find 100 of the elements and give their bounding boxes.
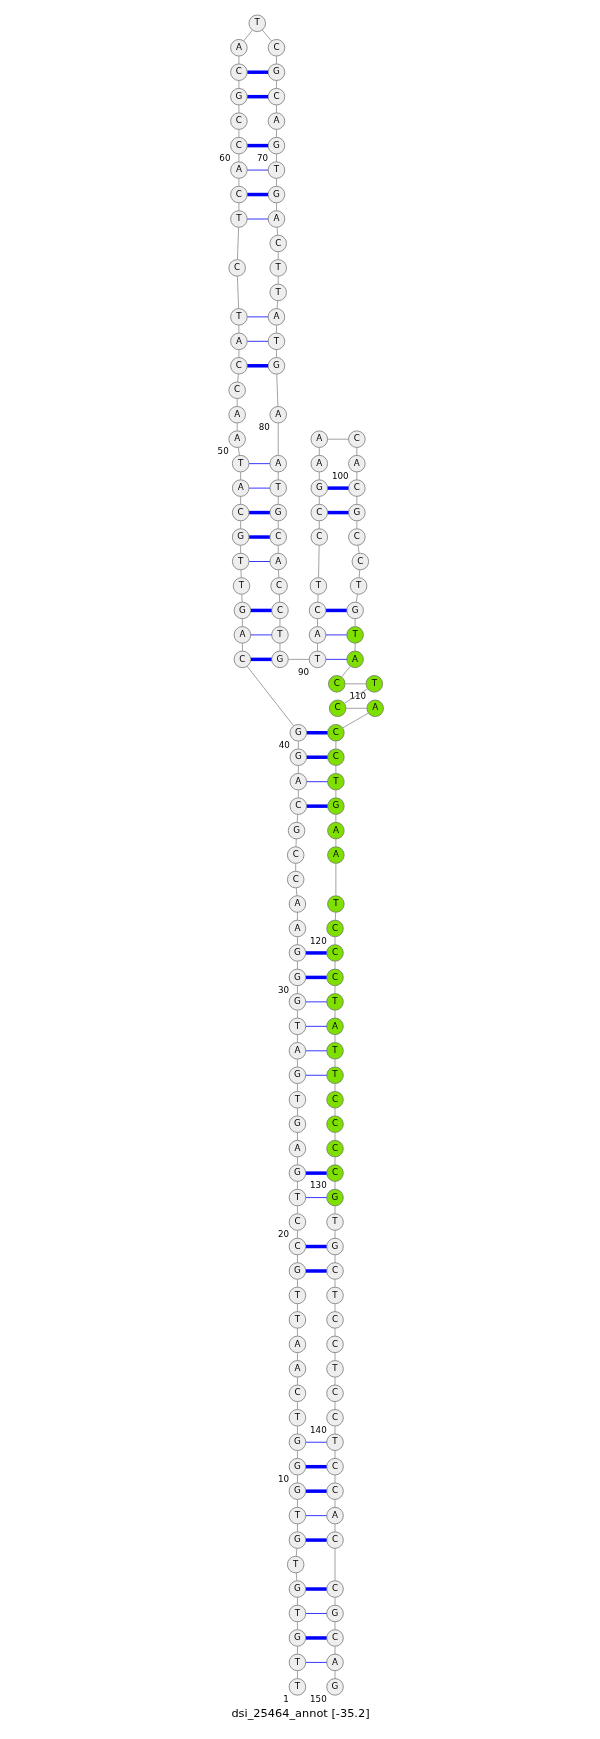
node-circle: C xyxy=(325,1409,344,1427)
node-circle: G xyxy=(288,1115,306,1133)
node-circle: C xyxy=(325,1140,344,1158)
node-circle: C xyxy=(351,552,369,571)
node-circle: A xyxy=(289,773,307,791)
connector xyxy=(334,1474,335,1484)
node-circle: C xyxy=(325,1335,344,1354)
connector xyxy=(246,143,268,148)
node-circle: C xyxy=(325,1458,344,1476)
connector xyxy=(296,1083,298,1092)
connector xyxy=(296,1499,298,1508)
connector xyxy=(296,1645,298,1655)
connector xyxy=(238,178,239,187)
node-circle: T xyxy=(288,1604,306,1623)
node-circle: A xyxy=(366,699,384,717)
connector xyxy=(296,814,298,823)
node-circle: C xyxy=(231,503,249,522)
connector xyxy=(276,227,278,236)
node-circle: G xyxy=(288,1531,306,1549)
connector xyxy=(327,510,348,515)
connector xyxy=(275,349,277,358)
node-circle: C xyxy=(286,846,304,864)
connector xyxy=(238,129,239,138)
node-circle: C xyxy=(308,601,326,620)
node-label: 40 xyxy=(278,740,290,751)
node-circle: T xyxy=(345,626,364,644)
connector xyxy=(236,227,239,260)
node-label: 150 xyxy=(309,1694,327,1705)
connector xyxy=(240,569,242,579)
node-circle: T xyxy=(267,332,285,350)
node-circle: G xyxy=(288,1482,306,1500)
connector xyxy=(261,29,272,42)
connector xyxy=(357,545,360,554)
node-circle: C xyxy=(326,748,345,766)
connector xyxy=(316,642,318,652)
node-circle: G xyxy=(267,185,285,204)
node-label: 100 xyxy=(331,470,349,481)
node-circle: T xyxy=(325,1433,344,1451)
connector xyxy=(334,1107,335,1117)
connector xyxy=(277,275,279,285)
node-circle: A xyxy=(326,821,345,840)
connector xyxy=(296,1401,298,1410)
node-circle: C xyxy=(288,1384,306,1402)
node-circle: C xyxy=(325,1531,344,1549)
node-circle: G xyxy=(287,821,305,840)
node-label: 140 xyxy=(309,1425,327,1436)
node-circle: G xyxy=(267,136,285,155)
connector xyxy=(355,447,357,456)
connector xyxy=(305,1244,327,1249)
connector xyxy=(334,1645,335,1655)
node-circle: T xyxy=(232,577,250,595)
connector xyxy=(334,1621,335,1631)
connector xyxy=(296,960,298,970)
node-circle: A xyxy=(288,895,306,913)
node-circle: A xyxy=(229,39,248,57)
connector xyxy=(276,300,278,309)
node-circle: A xyxy=(267,210,285,228)
node-circle: T xyxy=(231,455,249,473)
node-circle: C xyxy=(288,1213,306,1231)
connector xyxy=(305,1197,327,1198)
connector xyxy=(296,912,298,921)
connector xyxy=(296,1621,298,1631)
connector xyxy=(334,1670,335,1679)
connector xyxy=(238,80,239,89)
connector xyxy=(236,373,239,383)
connector xyxy=(334,1499,335,1508)
connector xyxy=(305,1025,327,1027)
node-circle: C xyxy=(347,528,365,546)
connector xyxy=(277,422,279,456)
connector xyxy=(305,1269,327,1273)
connector xyxy=(306,755,327,759)
node-circle: C xyxy=(267,39,285,57)
connector xyxy=(334,1058,335,1068)
node-circle: T xyxy=(269,479,287,497)
connector xyxy=(296,1034,298,1043)
node-label: 90 xyxy=(297,666,309,677)
connector xyxy=(248,535,270,539)
connector xyxy=(355,520,357,530)
node-label: 30 xyxy=(277,984,289,995)
node-circle: G xyxy=(288,1262,306,1280)
node-circle: G xyxy=(267,63,285,81)
caption: dsi_25464_annot [-35.2] xyxy=(230,1706,370,1721)
node-circle: T xyxy=(286,1555,304,1574)
connector xyxy=(287,658,310,660)
node-circle: T xyxy=(309,577,327,595)
connector xyxy=(334,1254,335,1264)
node-circle: C xyxy=(228,381,246,399)
node-circle: G xyxy=(288,944,306,962)
node-circle: C xyxy=(327,675,345,693)
connector xyxy=(296,1254,298,1264)
connector xyxy=(241,642,243,652)
connector xyxy=(296,1352,298,1361)
node-circle: T xyxy=(288,1409,306,1427)
node-circle: T xyxy=(288,1653,306,1672)
node-circle: A xyxy=(229,332,248,350)
connector xyxy=(305,1587,327,1591)
connector xyxy=(334,1279,335,1288)
connector xyxy=(250,608,272,613)
connector xyxy=(305,951,327,955)
connector xyxy=(335,863,336,896)
